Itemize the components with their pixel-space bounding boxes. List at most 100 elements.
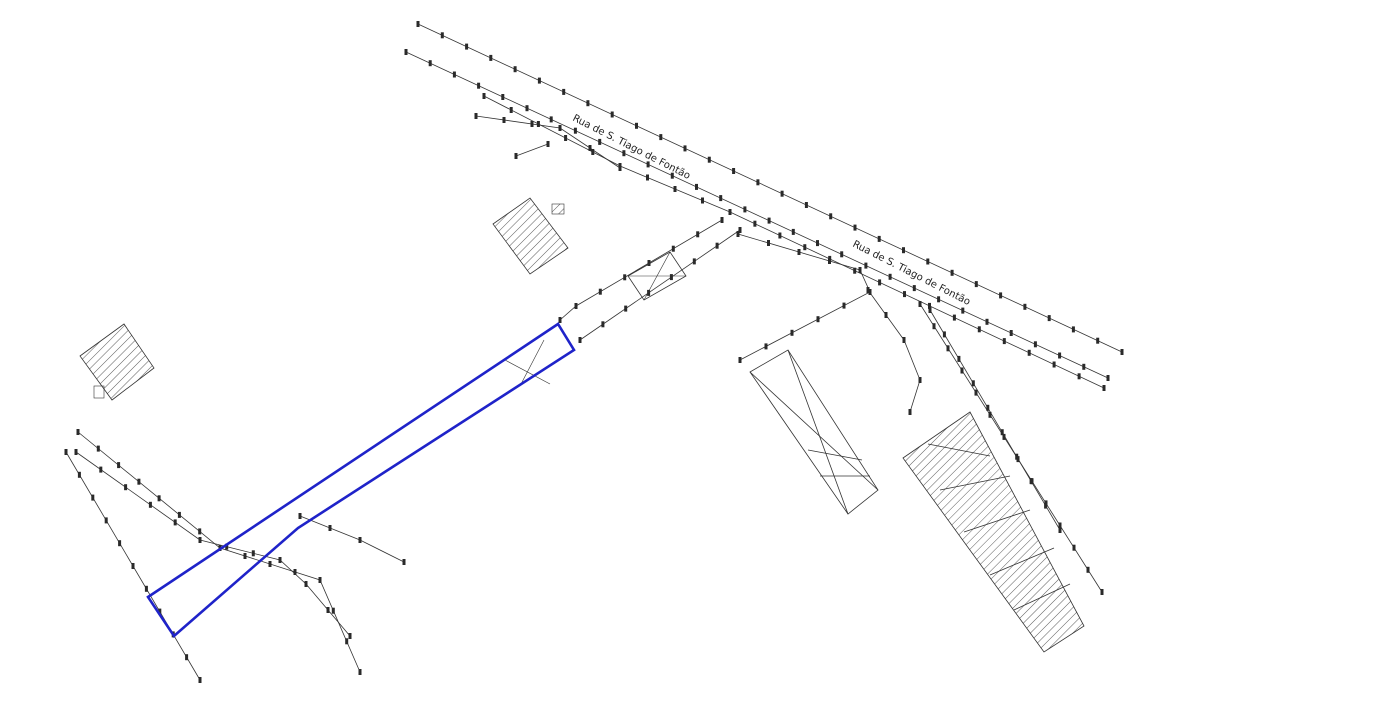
survey-point-marker	[790, 329, 794, 336]
survey-point-marker	[707, 156, 711, 163]
survey-point-marker	[502, 117, 506, 123]
survey-point-marker	[957, 355, 961, 362]
survey-point-marker	[1047, 315, 1051, 322]
road-edge-line	[299, 515, 405, 563]
survey-point-marker	[574, 303, 578, 309]
survey-point-marker	[971, 380, 975, 387]
survey-point-marker	[1058, 527, 1062, 533]
survey-point-marker	[618, 165, 622, 171]
survey-point-marker	[816, 240, 819, 247]
survey-point-marker	[1052, 361, 1056, 368]
parcel-outline	[146, 322, 576, 638]
survey-point-marker	[1002, 338, 1006, 345]
survey-point-marker	[440, 32, 444, 39]
survey-point-marker	[732, 168, 736, 174]
survey-point-marker	[198, 528, 202, 535]
survey-point-marker	[884, 312, 888, 318]
survey-point-marker	[74, 449, 78, 455]
survey-point-marker	[251, 550, 255, 557]
survey-point-marker	[530, 121, 534, 127]
survey-point-marker	[148, 501, 152, 508]
road-edge-line	[919, 303, 1103, 593]
survey-point-marker	[692, 258, 696, 265]
survey-point-marker	[988, 411, 992, 418]
survey-point-marker	[829, 213, 833, 220]
survey-point-marker	[1096, 337, 1100, 344]
survey-point-marker	[1002, 433, 1006, 440]
survey-point-marker	[974, 281, 978, 288]
survey-point-marker	[157, 495, 161, 502]
survey-point-marker	[610, 111, 614, 118]
survey-point-marker	[858, 267, 862, 273]
survey-point-marker	[623, 274, 627, 281]
crossed-structure-east	[749, 349, 879, 515]
survey-point-marker	[942, 331, 946, 338]
survey-point-marker	[318, 577, 322, 583]
survey-point-marker	[1086, 566, 1090, 573]
road-edge-line	[417, 23, 1123, 353]
survey-point-marker	[1044, 502, 1048, 509]
survey-point-marker	[118, 540, 122, 547]
survey-point-marker	[804, 202, 808, 208]
building-hatched-north	[492, 197, 569, 275]
survey-point-marker	[791, 228, 795, 235]
survey-point-marker	[1029, 478, 1033, 485]
survey-point-marker	[525, 105, 529, 112]
building-hatched-large-east	[902, 411, 1085, 653]
survey-point-marker	[853, 267, 857, 274]
survey-point-marker	[549, 116, 553, 123]
survey-point-marker	[1023, 303, 1027, 310]
survey-point-marker	[546, 141, 550, 147]
survey-point-marker	[358, 669, 362, 675]
survey-point-marker	[1082, 363, 1086, 370]
survey-point-marker	[928, 302, 931, 309]
road-edge-line	[515, 143, 549, 157]
survey-point-marker	[719, 195, 723, 202]
survey-point-marker	[598, 288, 602, 295]
survey-point-marker	[185, 654, 189, 661]
survey-point-marker	[659, 134, 663, 141]
road-edge-line	[75, 451, 351, 637]
survey-point-marker	[853, 224, 857, 231]
survey-point-marker	[985, 318, 989, 325]
survey-point-marker	[278, 557, 282, 563]
survey-point-marker	[902, 247, 905, 254]
survey-point-marker	[416, 21, 420, 27]
survey-point-marker	[402, 559, 406, 565]
survey-point-marker	[932, 323, 936, 330]
survey-point-marker	[536, 121, 540, 127]
survey-point-marker	[428, 60, 432, 67]
survey-point-marker	[902, 337, 906, 343]
survey-point-marker	[671, 245, 675, 252]
survey-point-marker	[937, 296, 941, 303]
road-edge-line	[405, 51, 1109, 379]
survey-point-marker	[738, 357, 742, 363]
survey-point-marker	[646, 161, 650, 168]
survey-point-marker	[926, 258, 930, 265]
survey-point-marker	[482, 93, 486, 99]
survey-point-marker	[864, 262, 868, 269]
survey-point-marker	[77, 471, 81, 478]
road-edge-line	[867, 289, 921, 413]
survey-point-marker	[326, 607, 330, 613]
survey-point-marker	[778, 232, 782, 239]
survey-point-marker	[986, 404, 990, 411]
survey-point-marker	[842, 302, 846, 309]
survey-point-marker	[767, 217, 771, 224]
survey-point-marker	[866, 287, 870, 293]
survey-point-marker	[588, 145, 592, 151]
survey-point-marker	[840, 251, 844, 258]
survey-point-marker	[764, 343, 768, 350]
survey-point-marker	[696, 231, 700, 238]
survey-point-marker	[489, 54, 493, 61]
survey-point-marker	[1000, 429, 1004, 436]
survey-point-marker	[868, 289, 872, 295]
survey-point-marker	[477, 82, 481, 89]
survey-point-marker	[1015, 453, 1019, 460]
survey-point-markers	[64, 21, 1124, 683]
survey-point-marker	[1120, 349, 1124, 355]
survey-point-marker	[1033, 341, 1037, 348]
survey-point-marker	[753, 220, 757, 227]
survey-point-marker	[683, 145, 687, 152]
survey-point-marker	[601, 321, 605, 328]
